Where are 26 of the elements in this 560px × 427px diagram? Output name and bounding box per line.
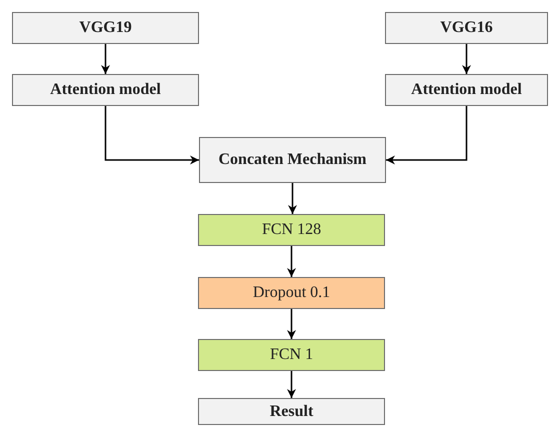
arrow [288, 183, 297, 214]
arrow [287, 309, 296, 339]
process-box [198, 339, 385, 371]
process-box [385, 74, 548, 106]
box-label: FCN 128 [262, 221, 322, 239]
process-box [198, 398, 385, 425]
box-label: Concaten Mechanism [218, 151, 366, 169]
process-box [199, 137, 386, 183]
process-box [12, 12, 199, 44]
box-label: Attention model [411, 81, 522, 99]
box-label: VGG16 [440, 19, 493, 37]
process-box [198, 277, 385, 309]
box-label: FCN 1 [270, 346, 314, 364]
box-label: Attention model [50, 81, 161, 99]
process-box [198, 214, 385, 246]
arrow [101, 44, 110, 74]
box-label: Result [270, 402, 314, 420]
box-label: VGG19 [79, 19, 132, 37]
arrow [104, 106, 199, 164]
box-label: Dropout 0.1 [252, 284, 330, 302]
arrow [287, 371, 296, 398]
arrow [462, 44, 471, 74]
arrow [287, 246, 296, 277]
process-box [385, 12, 548, 44]
arrow [386, 106, 468, 164]
process-box [12, 74, 199, 106]
